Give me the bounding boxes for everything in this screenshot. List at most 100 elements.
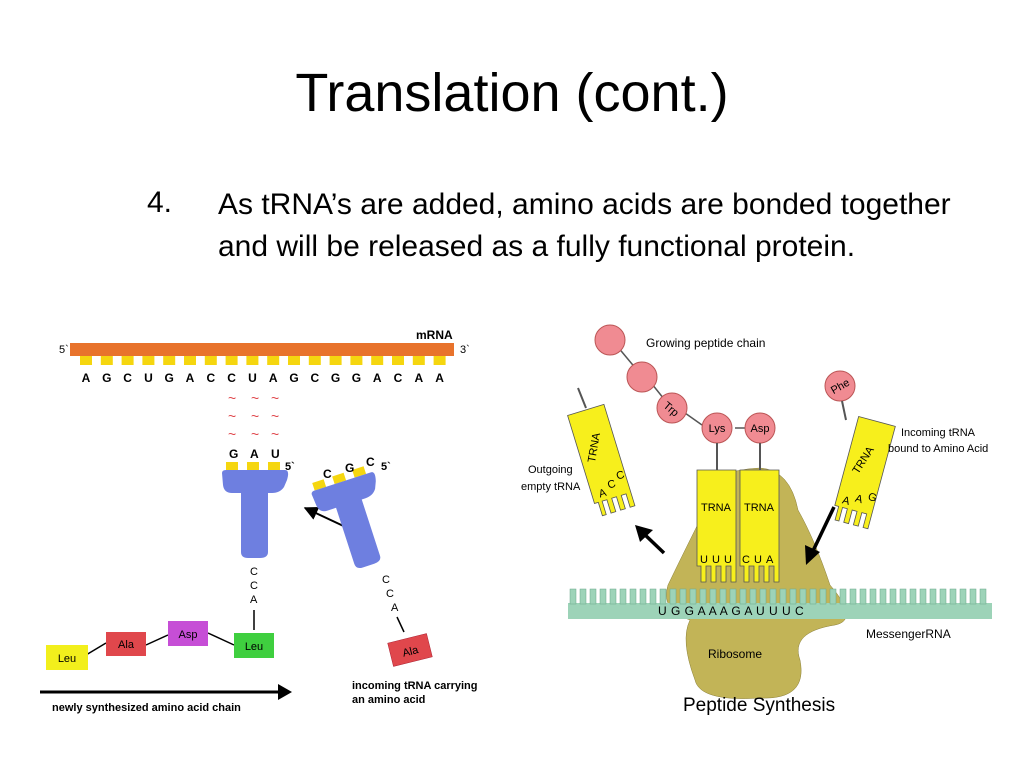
chain-aa-4: Leu (245, 641, 263, 653)
messenger-rna (568, 603, 992, 619)
incoming-five-prime: 5` (381, 461, 391, 473)
peptide-trp (656, 392, 688, 424)
mrna-base-letter: C (310, 371, 319, 385)
svg-text:~: ~ (228, 390, 236, 406)
svg-text:C: C (615, 469, 626, 483)
mrna-base-tab (308, 356, 321, 365)
mrna-base-letter: C (394, 371, 403, 385)
bound-trna (222, 470, 289, 558)
outgoing-label-line1: Outgoing (528, 464, 573, 476)
mrna-tooth (799, 588, 807, 605)
svg-text:TRNA: TRNA (586, 431, 603, 463)
incoming-arrow (805, 545, 820, 565)
mrna-label: mRNA (416, 328, 453, 342)
incoming-tail-3: A (391, 602, 399, 614)
svg-text:C: C (606, 478, 617, 492)
mrna-tooth (749, 588, 757, 605)
mrna-base-letter: C (123, 371, 132, 385)
messenger-label: MessengerRNA (866, 627, 951, 641)
mrna-base-tab (329, 356, 342, 365)
mrna-base-tab (433, 356, 446, 365)
mrna-tooth (829, 588, 837, 605)
growing-chain-label: Growing peptide chain (646, 336, 765, 350)
mrna-tooth (619, 588, 627, 605)
mrna-tooth (809, 588, 817, 605)
mrna-tooth (969, 588, 977, 605)
outgoing-label-line2: empty tRNA (521, 481, 581, 493)
mrna-tooth (889, 588, 897, 605)
bound-tail-1: C (250, 566, 258, 578)
site-trna-2 (739, 469, 780, 583)
chain-aa-2: Ala (118, 639, 135, 651)
mrna-tooth (599, 588, 607, 605)
mrna-tooth (629, 588, 637, 605)
mrna-tooth (759, 588, 767, 605)
mrna-base-letter: C (206, 371, 215, 385)
mrna-tooth (909, 588, 917, 605)
incoming-anticodon-1: C (323, 467, 332, 481)
incoming-right-label-line2: bound to Amino Acid (888, 443, 988, 455)
incoming-phe (824, 370, 856, 402)
figure-caption: Peptide Synthesis (683, 695, 835, 716)
mrna-base-tab (350, 356, 363, 365)
site1-anticodon-3: U (724, 554, 732, 566)
site1-anticodon-2: U (712, 554, 720, 566)
mrna-base-tab (392, 356, 404, 365)
incoming-trna-right: TRNA A A G (834, 416, 896, 530)
svg-text:TRNA: TRNA (744, 502, 775, 514)
incoming-amino-acid: Ala (401, 644, 420, 660)
svg-text:~: ~ (271, 408, 279, 424)
svg-text:~: ~ (271, 390, 279, 406)
mrna-tooth (939, 588, 947, 605)
incoming-tail-2: C (386, 588, 394, 600)
site2-anticodon-2: U (754, 554, 762, 566)
mrna-base-letter: U (248, 371, 257, 385)
svg-text:~: ~ (251, 408, 259, 424)
mrna-base-tab (100, 356, 113, 365)
mrna-base-letter: G (165, 371, 174, 385)
slide-title: Translation (cont.) (295, 63, 729, 123)
peptide-bead-1 (594, 324, 626, 356)
mrna-tooth (949, 588, 957, 605)
mrna-tooth (879, 588, 887, 605)
incoming-right-label-line1: Incoming tRNA (901, 427, 976, 439)
mrna-base-tab (142, 356, 155, 365)
outgoing-arrow (635, 525, 653, 542)
bound-anticodon-2: A (250, 447, 259, 461)
mrna-base-tab (267, 356, 280, 365)
mrna-base-letter: A (414, 371, 423, 385)
svg-text:~: ~ (228, 426, 236, 442)
mrna-tooth (609, 588, 617, 605)
mrna-tooth (699, 588, 707, 605)
incoming-trna-group (311, 466, 381, 569)
mrna-strand (70, 343, 454, 356)
svg-text:~: ~ (228, 408, 236, 424)
incoming-label-line2: an amino acid (352, 694, 425, 706)
svg-text:Lys: Lys (709, 423, 726, 435)
mrna-tooth (979, 588, 987, 605)
right-mrna-sequence: U G G A A A G A U U U C (658, 604, 804, 618)
site2-anticodon-3: A (766, 554, 774, 566)
svg-text:Asp: Asp (751, 423, 770, 435)
peptide-bead-2 (626, 361, 658, 393)
incoming-anticodon-3: C (366, 455, 375, 469)
mrna-base-tab (246, 356, 259, 365)
mrna-tooth (579, 588, 587, 605)
mrna-tooth (719, 588, 727, 605)
svg-text:A: A (597, 487, 608, 501)
site-trna-1 (696, 469, 737, 583)
mrna-tooth (739, 588, 747, 605)
svg-text:TRNA: TRNA (701, 502, 732, 514)
mrna-bases (80, 356, 446, 365)
svg-text:~: ~ (251, 390, 259, 406)
mrna-tooth (899, 588, 907, 605)
mrna-tooth (769, 588, 777, 605)
mrna-tooth (589, 588, 597, 605)
outgoing-trna: TRNA A C C (567, 403, 636, 517)
mrna-tooth (569, 588, 577, 605)
bound-tail-2: C (250, 580, 258, 592)
base-pair-bonds: ~~~ ~~~ ~~~ (228, 390, 279, 442)
incoming-tail-1: C (382, 574, 390, 586)
